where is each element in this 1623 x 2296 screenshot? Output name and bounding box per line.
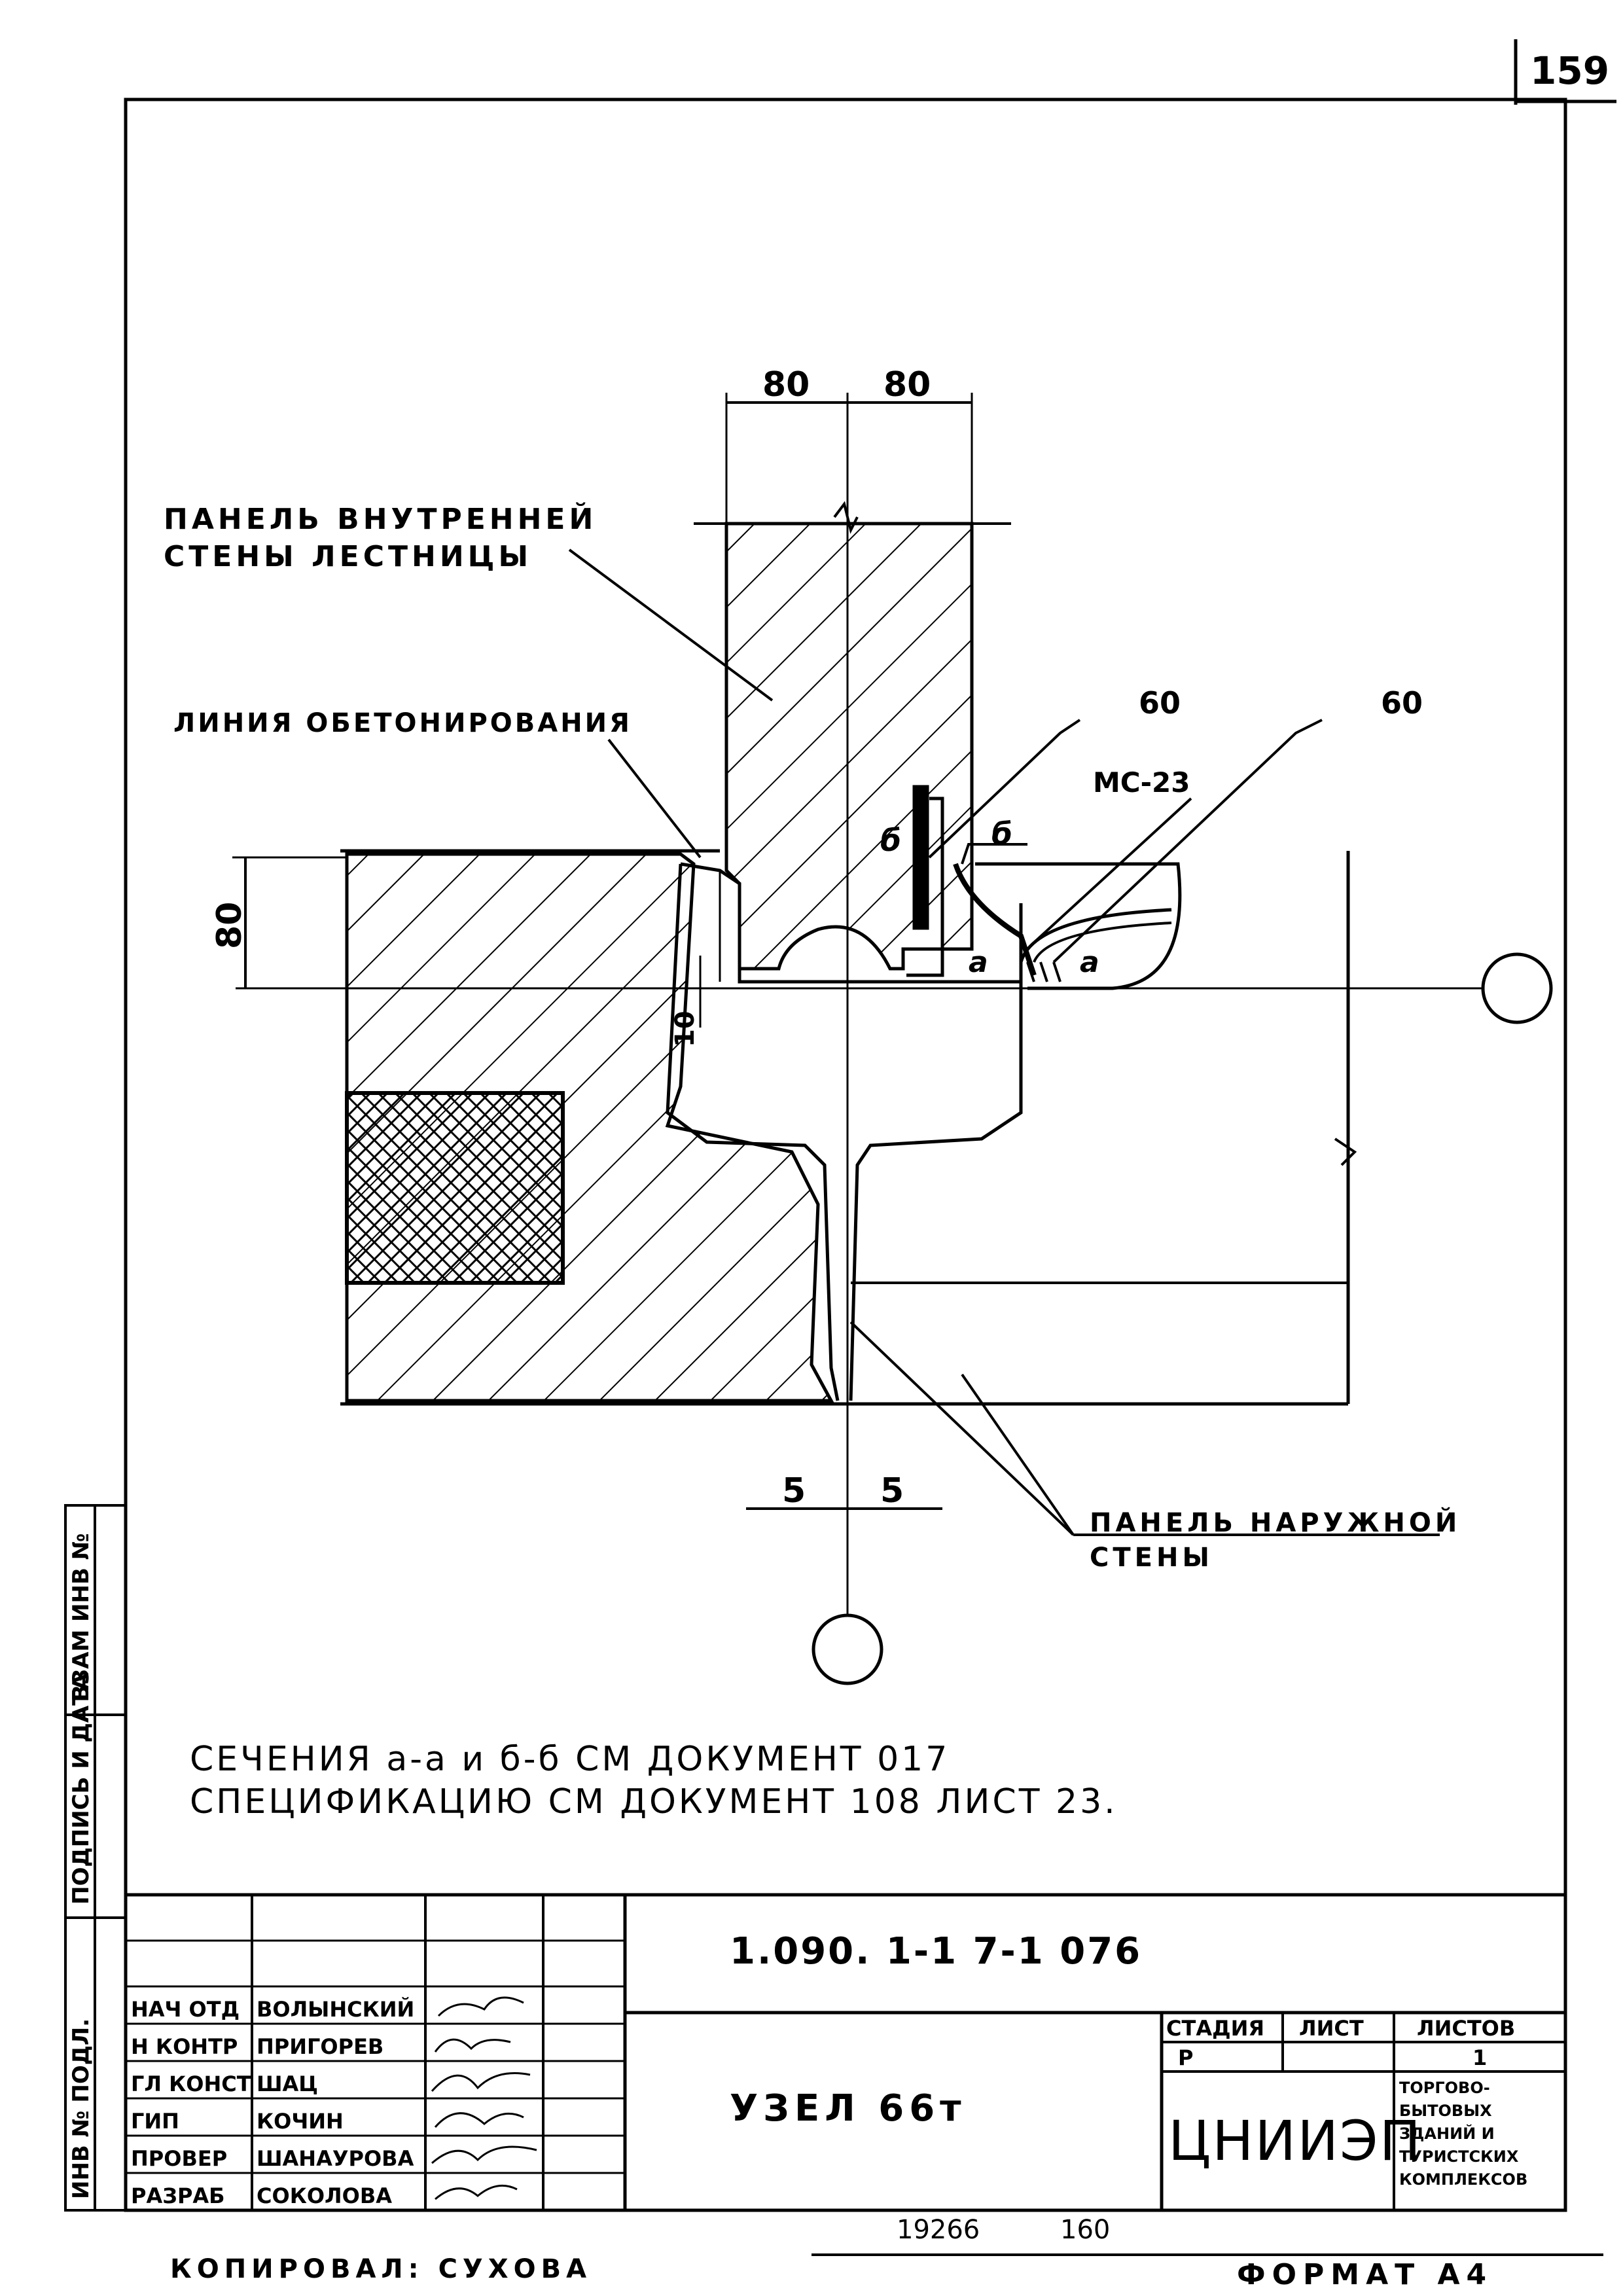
outer-wall-label-line2: СТЕНЫ [1090,1543,1213,1573]
document-code: 1.090. 1-1 7-1 076 [730,1930,1142,1973]
staff-role: ГИП [131,2109,179,2134]
dim-left-height: 80 [210,902,249,949]
organization-note: ТУРИСТСКИХ [1399,2147,1519,2166]
organization-name: ЦНИИЭП [1168,2109,1422,2173]
section-a-mark-left: а [969,946,988,979]
replacement-inv-label: ВЗАМ ИНВ № [68,1533,94,1702]
sheets-header: ЛИСТОВ [1417,2016,1515,2041]
part-mark: МС-23 [1093,766,1190,798]
staff-name: ПРИГОРЕВ [257,2034,383,2059]
signatures [431,1996,537,2200]
stage-value: Р [1178,2045,1193,2070]
outer-wall-label-line1: ПАНЕЛЬ НАРУЖНОЙ [1090,1507,1461,1538]
concrete-fill [666,862,1023,1401]
staff-name: СОКОЛОВА [257,2183,392,2208]
staff-table: НАЧ ОТД ВОЛЫНСКИЙ Н КОНТР ПРИГОРЕВ ГЛ КО… [131,1997,414,2208]
staff-role: ПРОВЕР [131,2146,227,2171]
inner-wall-label-line2: СТЕНЫ ЛЕСТНИЦЫ [164,540,532,573]
stage-header: СТАДИЯ [1166,2016,1264,2041]
dim-joint-right: 5 [880,1471,904,1511]
dim-joint-left: 5 [782,1471,806,1511]
organization-note: ЗДАНИЙ И [1399,2124,1495,2143]
joint-detail [232,393,1553,1685]
organization-note: КОМПЛЕКСОВ [1399,2170,1527,2189]
anchor-bar [953,863,1037,977]
section-b-mark: б [991,816,1012,852]
copied-by: КОПИРОВАЛ: СУХОВА [170,2254,592,2284]
organization-note: БЫТОВЫХ [1399,2102,1492,2120]
section-b-mark-left: б [880,823,901,858]
note-sections: СЕЧЕНИЯ а-а и б-б СМ ДОКУМЕНТ 017 [190,1740,950,1779]
dim-weld-1: 60 [1139,685,1181,721]
staff-role: НАЧ ОТД [131,1997,240,2022]
order-number: 19266 [897,2215,980,2245]
staff-role: РАЗРАБ [131,2183,225,2208]
staff-name: ВОЛЫНСКИЙ [257,1997,414,2022]
dim-top-left: 80 [762,365,810,404]
staff-role: Н КОНТР [131,2034,238,2059]
inner-wall-panel-body [724,522,974,971]
axis-marker-right [1481,952,1553,1024]
drawing-title: УЗЕЛ 66т [730,2087,967,2130]
title-block [124,1893,1567,2212]
sheet-number-box: 159 [1514,39,1616,105]
embedded-plate [912,785,929,930]
staff-name: КОЧИН [257,2109,344,2134]
organization-note: ТОРГОВО- [1399,2079,1490,2097]
axis-marker-bottom [812,1613,883,1685]
page-number: 160 [1060,2215,1110,2245]
side-stamp: ИНВ № ПОДЛ. ПОДПИСЬ И ДАТА ВЗАМ ИНВ № [64,1504,127,2212]
format-label: ФОРМАТ А4 [1237,2258,1493,2291]
dim-top-right: 80 [883,365,931,404]
section-a-mark-right: а [1080,946,1099,979]
insulation-block [345,1091,565,1285]
inner-wall-label-line1: ПАНЕЛЬ ВНУТРЕННЕЙ [164,501,597,536]
staff-name: ШАЦ [257,2072,318,2096]
staff-role: ГЛ КОНСТ [131,2072,251,2096]
dim-weld-2: 60 [1381,685,1423,721]
dim-gap: 10 [670,1011,700,1047]
inv-number-label: ИНВ № ПОДЛ. [68,2018,94,2199]
sheets-value: 1 [1472,2045,1487,2070]
staff-name: ШАНАУРОВА [257,2146,414,2171]
note-specification: СПЕЦИФИКАЦИЮ СМ ДОКУМЕНТ 108 ЛИСТ 23. [190,1782,1118,1821]
concreting-line-label: ЛИНИЯ ОБЕТОНИРОВАНИЯ [173,708,632,738]
signature-date-label: ПОДПИСЬ И ДАТА [68,1673,94,1905]
sheet-header: ЛИСТ [1299,2016,1364,2041]
sheet-number: 159 [1530,48,1609,93]
